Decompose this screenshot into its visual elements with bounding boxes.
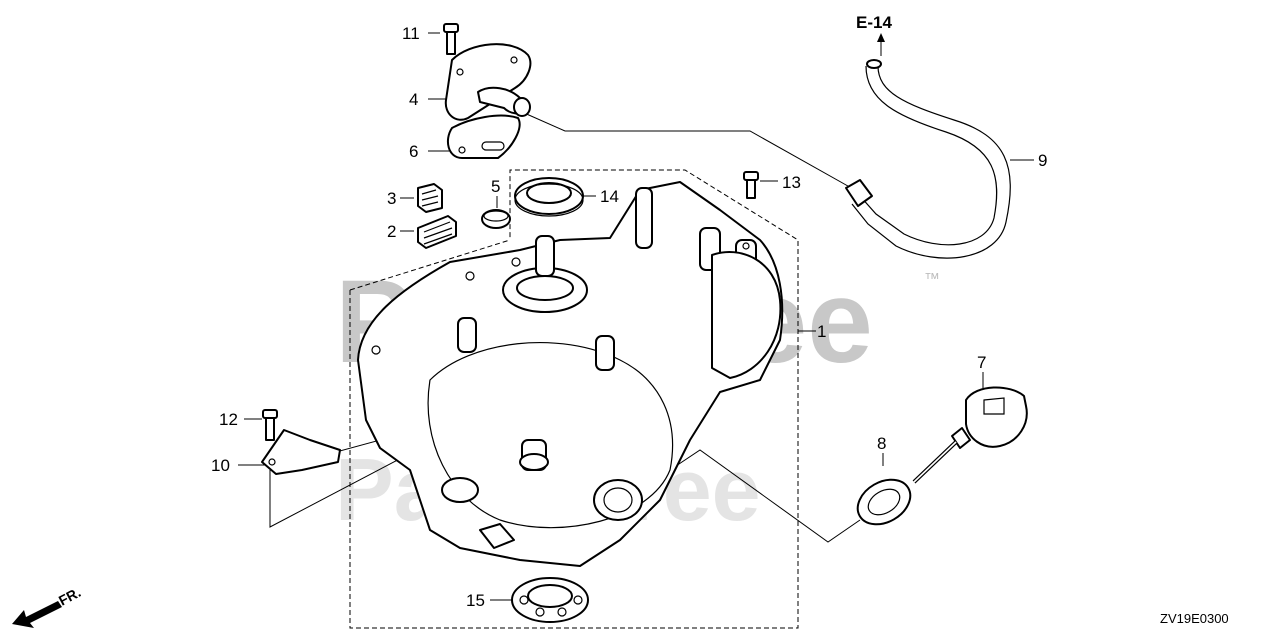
callout-9[interactable]: 9 [1038,151,1047,170]
filter-block-3 [417,183,443,213]
callout-10[interactable]: 10 [211,456,230,475]
crankcase-1 [357,181,784,567]
orientation-indicator: FR. [12,584,83,628]
bolt-13 [743,171,759,199]
watermark-trademark: ™ [924,271,940,288]
ball-bearing-15 [511,577,589,623]
callout-3[interactable]: 3 [387,189,396,208]
disc-plug-5 [481,209,511,229]
bolt-12 [262,409,278,441]
reference-label: E-14 [856,13,892,32]
callout-2[interactable]: 2 [387,222,396,241]
oil-seal-14 [514,177,584,217]
callout-8[interactable]: 8 [877,434,886,453]
assembly-outline [349,169,799,629]
diagram-code: ZV19E0300 [1160,611,1229,626]
callout-15[interactable]: 15 [466,591,485,610]
callout-5[interactable]: 5 [491,177,500,196]
breather-gasket-6 [446,114,521,159]
callout-4[interactable]: 4 [409,90,418,109]
callout-7[interactable]: 7 [977,353,986,372]
breather-cover-4 [444,43,532,121]
callout-13[interactable]: 13 [782,173,801,192]
oil-dipstick-7 [912,386,1028,484]
callout-6[interactable]: 6 [409,142,418,161]
callout-11[interactable]: 11 [402,24,420,43]
arrow-up-icon [877,33,885,42]
arrow-front-icon [12,601,62,628]
callout-14[interactable]: 14 [600,187,619,206]
callout-1[interactable]: 1 [817,322,826,341]
filter-screen-2 [417,215,457,249]
callout-12[interactable]: 12 [219,410,238,429]
bracket-plate-10 [261,429,341,475]
callouts: 1 2 3 4 5 6 7 8 9 10 11 12 13 14 15 [211,24,1047,610]
breather-tube-9 [845,59,1011,259]
o-ring-8 [856,478,912,526]
bolt-11 [443,23,459,55]
